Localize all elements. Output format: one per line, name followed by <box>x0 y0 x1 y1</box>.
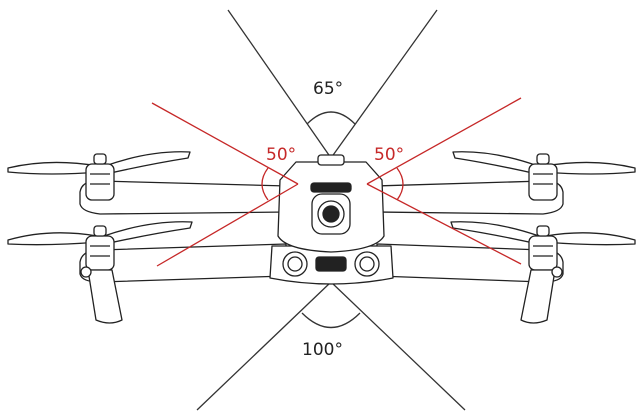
right-angle-arc <box>396 167 404 201</box>
left-lower-motor <box>85 225 115 271</box>
left-angle-label: 50° <box>266 145 296 165</box>
right-lower-propeller <box>450 221 636 246</box>
bottom-vision-cone <box>196 281 466 411</box>
right-angle-label: 50° <box>374 145 404 165</box>
left-landing-leg <box>80 266 123 324</box>
bottom-vent <box>315 256 347 272</box>
left-bottom-sensor <box>282 251 308 277</box>
left-upper-propeller <box>7 151 191 175</box>
right-landing-leg <box>520 266 563 324</box>
bottom-angle-arc <box>301 312 361 328</box>
bottom-angle-label: 100° <box>302 340 343 360</box>
right-upper-motor <box>528 153 558 201</box>
bottom-cone-right-line <box>330 281 466 411</box>
left-cone-upper-line <box>151 102 299 185</box>
top-cone-right-line <box>330 9 438 159</box>
top-vision-cone <box>227 9 438 159</box>
top-sensor-bump <box>317 154 345 166</box>
left-upper-motor <box>85 153 115 201</box>
left-cone-lower-line <box>156 183 299 267</box>
right-cone-lower-line <box>366 183 522 265</box>
right-cone-upper-line <box>366 97 522 185</box>
drone-illustration <box>7 151 636 324</box>
front-light-bar <box>310 182 352 193</box>
top-angle-arc <box>306 111 356 125</box>
gimbal-camera <box>311 193 351 235</box>
side-vision-cones <box>151 97 522 267</box>
top-cone-left-line <box>227 9 332 159</box>
top-angle-label: 65° <box>313 79 343 99</box>
bottom-cone-left-line <box>196 281 332 411</box>
left-angle-arc <box>261 167 269 201</box>
right-bottom-sensor <box>354 251 380 277</box>
right-lower-motor <box>528 225 558 271</box>
